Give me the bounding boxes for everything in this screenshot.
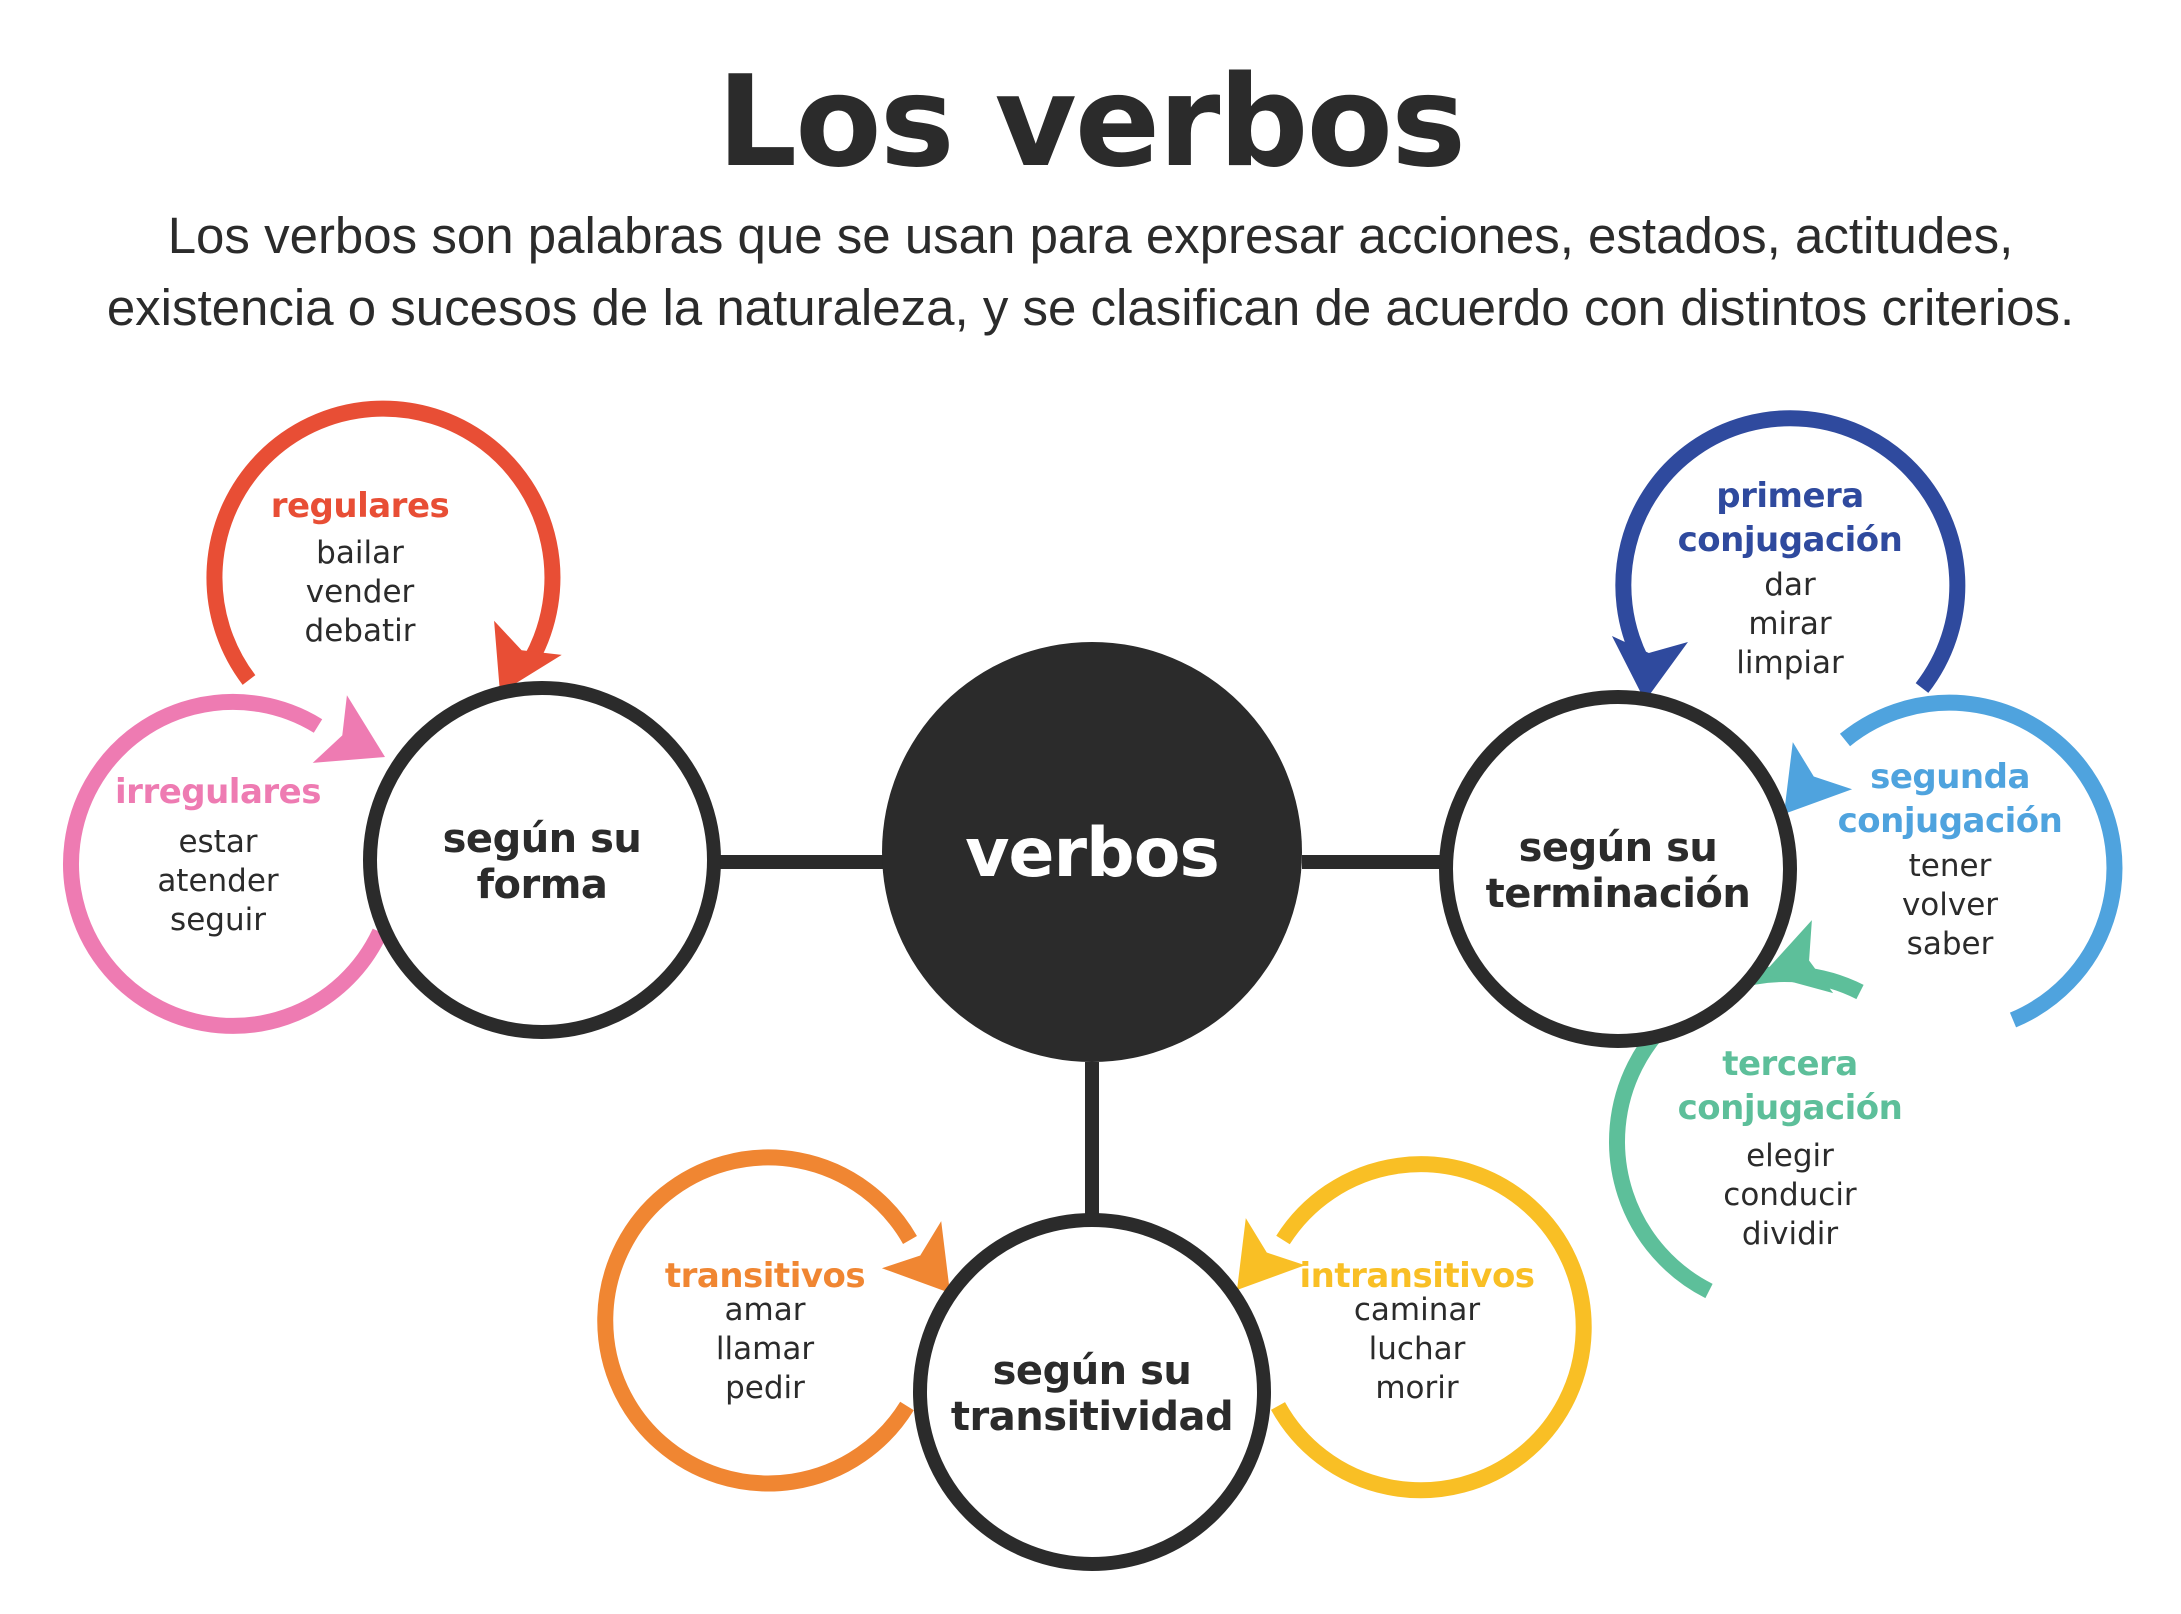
example-irregulares-2: atender — [157, 863, 279, 899]
criterion-label-terminacion: terminación — [1486, 871, 1751, 917]
category-title-primera: conjugación — [1678, 520, 1903, 560]
example-segunda-1: tener — [1909, 848, 1992, 884]
criterion-node-transitividad — [913, 1213, 1271, 1571]
arrow-transitivos — [881, 1221, 950, 1293]
example-irregulares-3: seguir — [170, 902, 266, 938]
example-irregulares-1: estar — [178, 824, 257, 860]
category-title-primera: primera — [1716, 476, 1863, 516]
example-tercera-1: elegir — [1746, 1138, 1834, 1174]
example-primera-3: limpiar — [1736, 645, 1844, 681]
category-title-regulares: regulares — [271, 486, 450, 526]
arrow-segunda — [1784, 742, 1853, 814]
example-regulares-1: bailar — [316, 535, 404, 571]
ring-segunda — [1839, 694, 2123, 1028]
category-title-segunda: conjugación — [1838, 801, 2063, 841]
arrow-intransitivos — [1237, 1218, 1306, 1290]
arrow-tercera — [1763, 920, 1834, 994]
example-primera-1: dar — [1764, 567, 1816, 603]
ring-primera — [1615, 410, 1966, 693]
criterion-label-forma: según su — [443, 816, 642, 862]
example-transitivos-1: amar — [725, 1292, 806, 1328]
ring-irregulares — [63, 693, 388, 1034]
category-title-tercera: conjugación — [1678, 1088, 1903, 1128]
category-title-transitivos: transitivos — [665, 1256, 865, 1296]
center-label: verbos — [965, 814, 1219, 893]
ring-transitivos — [597, 1149, 917, 1492]
example-regulares-2: vender — [306, 574, 415, 610]
page-title: Los verbos — [716, 48, 1466, 195]
arrow-regulares — [494, 620, 562, 693]
subtitle-line-1: Los verbos son palabras que se usan para… — [167, 207, 2014, 264]
example-intransitivos-3: morir — [1375, 1370, 1459, 1406]
example-intransitivos-2: luchar — [1369, 1331, 1466, 1367]
page-subtitle: Los verbos son palabras que se usan para… — [80, 200, 2101, 344]
ring-intransitivos — [1271, 1156, 1592, 1499]
category-title-tercera: tercera — [1722, 1044, 1858, 1084]
example-regulares-3: debatir — [305, 613, 416, 649]
example-transitivos-3: pedir — [725, 1370, 805, 1406]
category-title-intransitivos: intransitivos — [1299, 1256, 1534, 1296]
example-intransitivos-1: caminar — [1354, 1292, 1480, 1328]
criterion-node-terminacion — [1439, 690, 1797, 1048]
arrow-irregulares — [312, 695, 385, 763]
subtitle-line-2: existencia o sucesos de la naturaleza, y… — [106, 279, 2075, 336]
center-node — [882, 642, 1302, 1062]
example-tercera-3: dividir — [1742, 1216, 1839, 1252]
example-transitivos-2: llamar — [716, 1331, 814, 1367]
example-primera-2: mirar — [1748, 606, 1832, 642]
criterion-label-forma: forma — [477, 862, 608, 908]
arrow-primera — [1611, 635, 1688, 701]
category-title-segunda: segunda — [1870, 757, 2030, 797]
criterion-label-transitividad: transitividad — [951, 1394, 1233, 1440]
criterion-label-transitividad: según su — [993, 1348, 1192, 1394]
criterion-node-forma — [363, 681, 721, 1039]
example-segunda-2: volver — [1902, 887, 1998, 923]
ring-regulares — [206, 400, 561, 685]
example-tercera-2: conducir — [1723, 1177, 1857, 1213]
category-title-irregulares: irregulares — [115, 772, 321, 812]
criterion-label-terminacion: según su — [1519, 825, 1718, 871]
example-segunda-3: saber — [1907, 926, 1994, 962]
